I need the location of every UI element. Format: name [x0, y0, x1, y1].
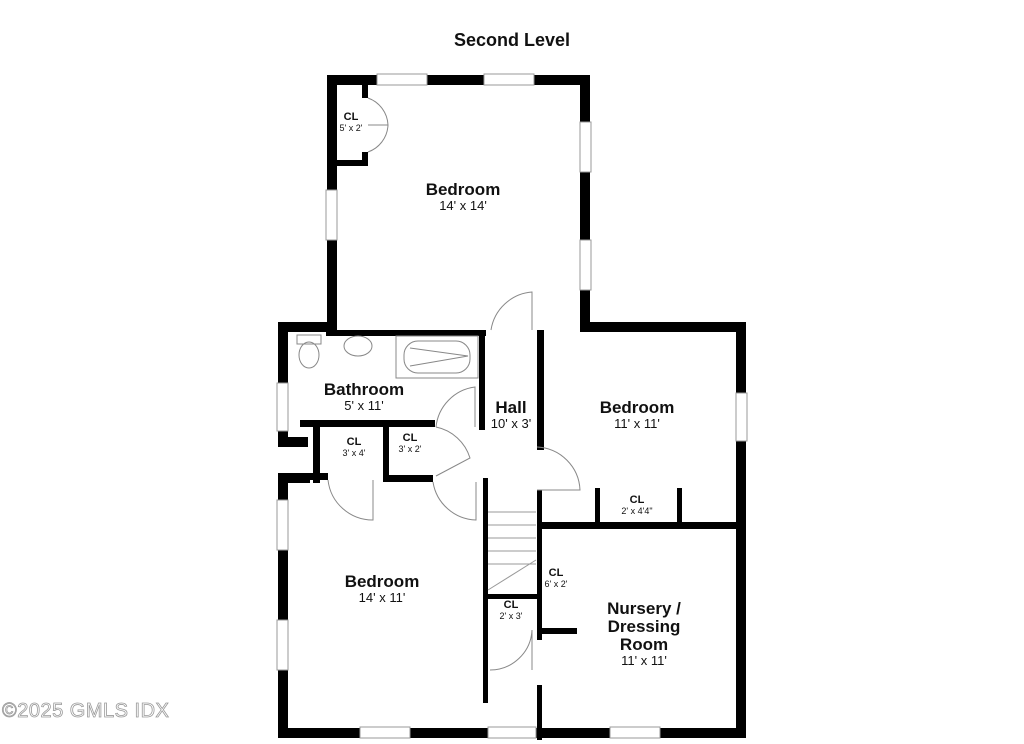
floor-title: Second Level [453, 30, 571, 50]
watermark: ©2025 GMLS IDX [2, 700, 170, 723]
